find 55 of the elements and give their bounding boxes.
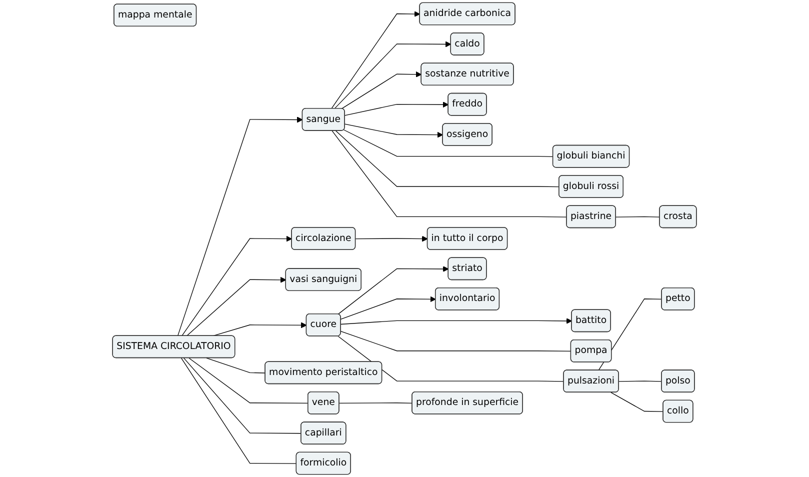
- arrow: [340, 318, 572, 325]
- concept-box: circolazione: [291, 227, 356, 250]
- connector-line: [332, 130, 568, 218]
- connector-line: [180, 358, 297, 464]
- concept-box: crosta: [659, 205, 697, 228]
- concept-box: cuore: [306, 313, 341, 336]
- connector-line: [338, 336, 564, 382]
- concept-box: anidride carbonica: [419, 2, 516, 26]
- connector-line: [340, 330, 572, 352]
- arrow: [182, 236, 292, 336]
- concept-box: battito: [571, 309, 611, 332]
- arrow: [331, 11, 420, 110]
- concept-box: mappa mentale: [114, 4, 197, 26]
- concept-box: petto: [661, 287, 695, 310]
- arrow: [334, 41, 452, 110]
- arrow: [344, 124, 444, 138]
- concept-box: vene: [308, 391, 340, 414]
- arrow: [338, 266, 449, 315]
- concept-box: pompa: [570, 339, 612, 362]
- connector-line: [610, 392, 664, 412]
- concept-box: collo: [662, 400, 694, 423]
- concept-box: striato: [448, 257, 487, 280]
- connector-line: [188, 358, 308, 404]
- connector-line: [206, 358, 266, 374]
- arrow: [341, 71, 422, 110]
- concept-box: vasi sanguigni: [285, 268, 362, 291]
- concept-box: capillari: [300, 422, 346, 444]
- connector-line: [336, 130, 560, 188]
- arrow: [212, 322, 307, 336]
- concept-box: ossigeno: [442, 123, 492, 146]
- arrow: [355, 236, 428, 242]
- connector-line: [616, 216, 660, 218]
- concept-box: pulsazioni: [563, 370, 619, 392]
- connector-line: [344, 130, 554, 157]
- concept-box: piastrine: [566, 205, 616, 228]
- arrow: [177, 116, 303, 336]
- connector-line: [338, 402, 413, 404]
- concept-box: caldo: [450, 32, 484, 56]
- connector-line: [183, 358, 302, 434]
- concept-box: globuli bianchi: [552, 144, 630, 168]
- concept-box: sangue: [302, 108, 345, 131]
- concept-box: movimento peristaltico: [264, 361, 382, 384]
- concept-box: SISTEMA CIRCOLATORIO: [112, 335, 236, 358]
- concept-box: profonde in superficie: [412, 391, 523, 414]
- concept-box: sostanze nutritive: [420, 62, 514, 86]
- concept-box: polso: [661, 370, 695, 392]
- connector-line: [618, 380, 662, 382]
- concept-box: freddo: [448, 92, 487, 116]
- concept-box: formicolio: [296, 452, 351, 475]
- concept-box: involontario: [435, 287, 500, 310]
- arrow: [186, 276, 286, 336]
- arrow: [340, 296, 436, 320]
- arrow: [344, 102, 449, 116]
- concept-box: in tutto il corpo: [426, 227, 508, 250]
- concept-box: globuli rossi: [558, 175, 624, 198]
